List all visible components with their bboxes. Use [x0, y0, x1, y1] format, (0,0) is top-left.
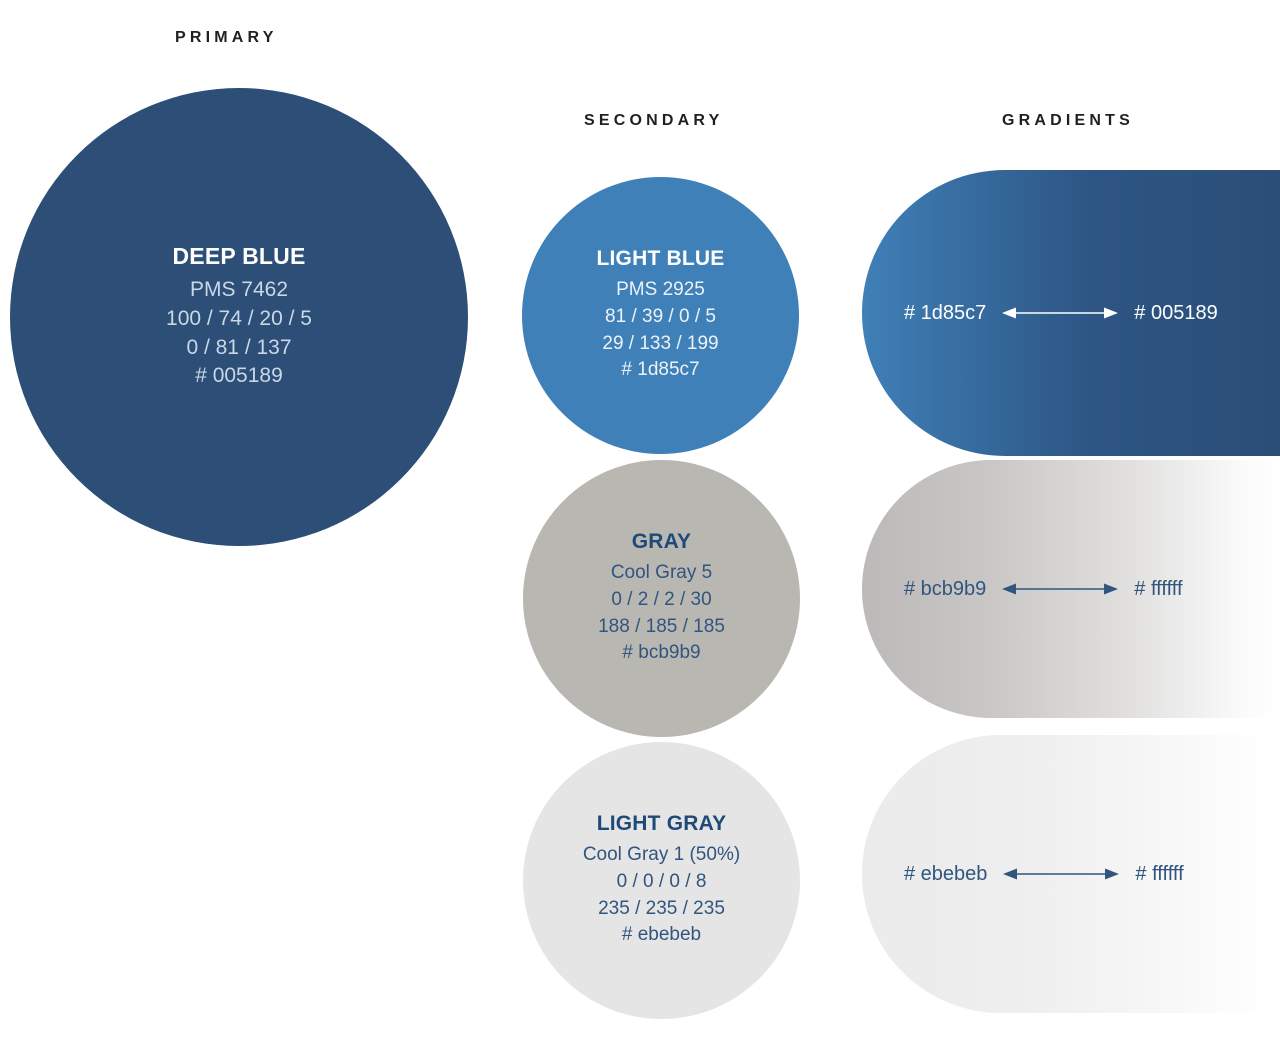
section-header-primary: PRIMARY: [175, 29, 278, 46]
gradient-to-label-gray: # ffffff: [1134, 577, 1183, 600]
gradient-to-label-blue: # 005189: [1134, 301, 1218, 324]
gradient-panel-gray: # bcb9b9 # ffffff: [862, 460, 1280, 718]
swatch-hex-gray: # bcb9b9: [622, 642, 701, 664]
gradient-legend-light-gray: # ebebeb # ffffff: [904, 863, 1184, 886]
gradient-to-label-light-gray: # ffffff: [1135, 862, 1184, 885]
gradient-legend-gray: # bcb9b9 # ffffff: [904, 578, 1183, 601]
double-arrow-icon: [1003, 868, 1120, 880]
swatch-circle-gray: GRAY Cool Gray 5 0 / 2 / 2 / 30 188 / 18…: [523, 460, 800, 737]
swatch-hex-light-blue: # 1d85c7: [621, 359, 700, 381]
gradient-from-label-gray: # bcb9b9: [904, 577, 987, 600]
section-header-secondary: SECONDARY: [584, 112, 724, 129]
swatch-rgb-light-gray: 235 / 235 / 235: [598, 897, 725, 919]
swatch-details-deep-blue: PMS 7462 100 / 74 / 20 / 5 0 / 81 / 137 …: [166, 276, 312, 392]
swatch-hex-deep-blue: # 005189: [195, 364, 283, 388]
gradient-from-label-light-gray: # ebebeb: [904, 862, 988, 885]
gradient-panel-blue: # 1d85c7 # 005189: [862, 170, 1280, 456]
swatch-details-light-gray: Cool Gray 1 (50%) 0 / 0 / 0 / 8 235 / 23…: [583, 842, 740, 950]
swatch-rgb-gray: 188 / 185 / 185: [598, 615, 725, 637]
gradient-panel-light-gray: # ebebeb # ffffff: [862, 735, 1280, 1013]
section-header-gradients: GRADIENTS: [1002, 112, 1135, 129]
swatch-title-light-blue: LIGHT BLUE: [596, 246, 725, 270]
swatch-details-gray: Cool Gray 5 0 / 2 / 2 / 30 188 / 185 / 1…: [598, 560, 725, 668]
swatch-circle-light-blue: LIGHT BLUE PMS 2925 81 / 39 / 0 / 5 29 /…: [522, 177, 799, 454]
double-arrow-icon: [1002, 583, 1119, 595]
swatch-title-deep-blue: DEEP BLUE: [172, 242, 306, 269]
swatch-details-light-blue: PMS 2925 81 / 39 / 0 / 5 29 / 133 / 199 …: [602, 277, 718, 385]
gradient-from-label-blue: # 1d85c7: [904, 301, 987, 324]
swatch-circle-light-gray: LIGHT GRAY Cool Gray 1 (50%) 0 / 0 / 0 /…: [523, 742, 800, 1019]
gradient-legend-blue: # 1d85c7 # 005189: [904, 302, 1218, 325]
swatch-pms-light-blue: PMS 2925: [616, 278, 705, 300]
double-arrow-icon: [1002, 307, 1119, 319]
swatch-title-gray: GRAY: [631, 529, 692, 553]
swatch-pms-gray: Cool Gray 5: [610, 561, 713, 583]
swatch-cmyk-light-blue: 81 / 39 / 0 / 5: [605, 305, 716, 327]
swatch-hex-light-gray: # ebebeb: [621, 924, 702, 946]
swatch-cmyk-light-gray: 0 / 0 / 0 / 8: [616, 870, 707, 892]
swatch-circle-deep-blue: DEEP BLUE PMS 7462 100 / 74 / 20 / 5 0 /…: [10, 88, 468, 546]
swatch-rgb-light-blue: 29 / 133 / 199: [602, 332, 719, 354]
swatch-title-light-gray: LIGHT GRAY: [596, 811, 727, 835]
swatch-cmyk-gray: 0 / 2 / 2 / 30: [611, 588, 712, 610]
swatch-cmyk-deep-blue: 100 / 74 / 20 / 5: [166, 306, 312, 330]
swatch-pms-light-gray: Cool Gray 1 (50%): [582, 843, 741, 865]
swatch-rgb-deep-blue: 0 / 81 / 137: [186, 335, 292, 359]
swatch-pms-deep-blue: PMS 7462: [189, 277, 289, 301]
